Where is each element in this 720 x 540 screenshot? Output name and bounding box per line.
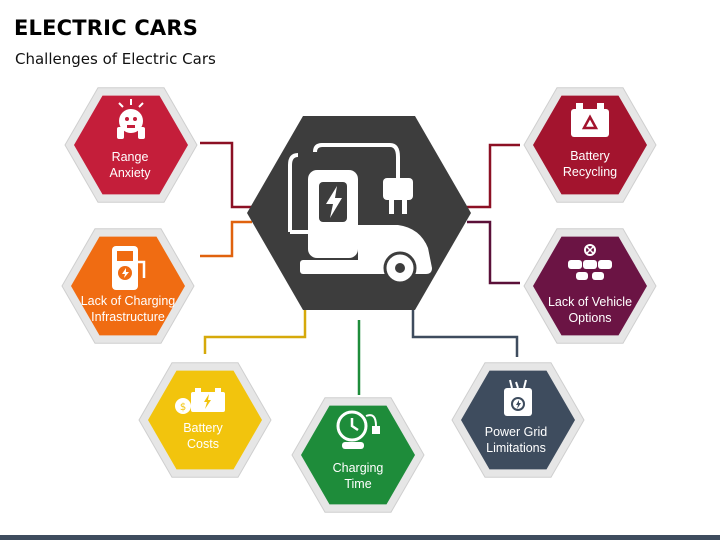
connector-power-grid bbox=[411, 310, 519, 357]
connector-battery-costs bbox=[203, 310, 307, 354]
hexagon-vehicle-options bbox=[523, 228, 657, 344]
label-charging-time: Charging Time bbox=[332, 461, 384, 491]
label-charging-infrastructure: Lack of Charging Infrastructure bbox=[80, 294, 176, 324]
hexagon-fill bbox=[301, 405, 415, 505]
hexagon-battery-recycling bbox=[523, 87, 657, 203]
ev-charging-station-icon bbox=[288, 143, 432, 285]
battery-recycle-icon bbox=[571, 103, 609, 137]
charging-timer-icon bbox=[336, 410, 380, 449]
hexagon-fill bbox=[148, 370, 262, 470]
bottom-accent-bar bbox=[0, 535, 720, 540]
label-battery-costs: Battery Costs bbox=[183, 421, 223, 451]
label-vehicle-options: Lack of Vehicle Options bbox=[547, 295, 633, 325]
connector-battery-recycling bbox=[467, 143, 520, 209]
page-subtitle: Challenges of Electric Cars bbox=[15, 50, 216, 68]
hexagon-fill bbox=[74, 95, 188, 195]
svg-text:$: $ bbox=[180, 402, 186, 413]
label-battery-recycling: Battery Recycling bbox=[562, 149, 618, 179]
connector-vehicle-options bbox=[467, 220, 520, 285]
stressed-driver-icon bbox=[117, 99, 145, 139]
hexagon-charging-time bbox=[291, 397, 425, 513]
charging-station-icon bbox=[112, 246, 146, 290]
hexagon-battery-costs bbox=[138, 362, 272, 478]
hexagon-fill bbox=[533, 236, 647, 336]
connector-charging-infrastructure bbox=[200, 220, 252, 258]
label-power-grid: Power Grid Limitations bbox=[484, 425, 548, 455]
hexagon-range-anxiety bbox=[64, 87, 198, 203]
car-options-icon bbox=[568, 244, 612, 280]
label-range-anxiety: Range Anxiety bbox=[109, 150, 151, 180]
grid-battery-icon bbox=[504, 379, 532, 416]
hexagon-power-grid bbox=[451, 362, 585, 478]
hexagon-fill bbox=[533, 95, 647, 195]
connector-range-anxiety bbox=[200, 141, 252, 209]
hexagon-fill bbox=[461, 370, 575, 470]
center-hexagon bbox=[247, 116, 471, 310]
battery-cost-icon: $ bbox=[175, 388, 225, 414]
page-title: ELECTRIC CARS bbox=[14, 16, 199, 40]
